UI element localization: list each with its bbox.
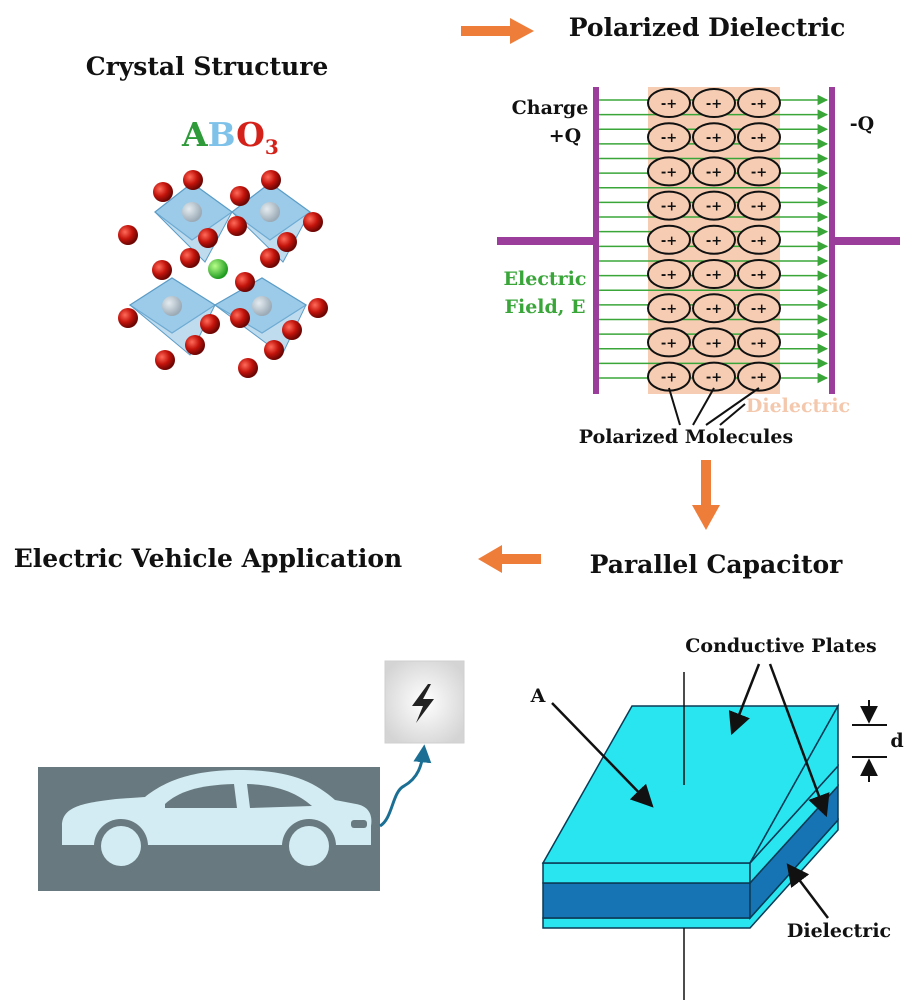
polarized-molecule: -+ — [737, 259, 781, 289]
molecule-charge-text: -+ — [706, 268, 722, 283]
ev-illustration — [38, 660, 465, 891]
polarized-molecule: -+ — [692, 293, 736, 324]
thickness-label: d — [890, 730, 903, 752]
formula-b: B — [208, 115, 237, 154]
polarized-molecule: -+ — [647, 156, 691, 187]
molecule-charge-text: -+ — [661, 97, 677, 112]
a-site-atom — [208, 259, 228, 279]
polarized-molecule: -+ — [647, 327, 691, 358]
polarized-molecule: -+ — [647, 122, 691, 153]
molecule-charge-text: -+ — [751, 268, 767, 283]
formula-a: A — [181, 115, 208, 154]
dielectric-label: Dielectric — [746, 395, 850, 417]
polarized-molecule: -+ — [647, 224, 691, 255]
area-pointer — [551, 702, 654, 808]
lightning-bolt-icon — [412, 684, 434, 723]
polarized-molecule: -+ — [737, 224, 781, 255]
polarized-molecule: -+ — [647, 88, 691, 118]
polarized-molecule: -+ — [692, 259, 736, 289]
polarized-molecule: -+ — [737, 361, 781, 392]
top-plate-front — [542, 862, 751, 884]
formula-subscript: 3 — [265, 135, 279, 159]
formula-abo3: ABO3 — [181, 115, 279, 159]
heading-crystal-structure: Crystal Structure — [86, 52, 329, 81]
polarized-molecule: -+ — [692, 122, 736, 153]
molecule-charge-text: -+ — [661, 371, 677, 386]
parallel-plate-capacitor: Conductive Plates A d Dielectric — [530, 635, 904, 1000]
molecule-charge-text: -+ — [706, 234, 722, 249]
molecule-charge-text: -+ — [751, 336, 767, 351]
polarized-molecule: -+ — [692, 190, 736, 221]
molecule-charge-text: -+ — [661, 302, 677, 317]
positive-lead — [497, 237, 596, 245]
molecule-charge-text: -+ — [751, 165, 767, 180]
oxygen-atoms — [118, 170, 328, 378]
capacitor-dielectric-label: Dielectric — [787, 920, 891, 942]
octahedron-bottom-right — [213, 277, 308, 356]
molecule-charge-text: -+ — [661, 200, 677, 215]
plates-pointer-bottom — [768, 663, 830, 818]
dielectric-layer-front — [542, 882, 751, 919]
heading-polarized-dielectric: Polarized Dielectric — [569, 13, 846, 42]
molecule-charge-text: -+ — [661, 268, 677, 283]
minus-q-label: -Q — [850, 113, 874, 135]
molecule-charge-text: -+ — [751, 97, 767, 112]
conductive-plates-label: Conductive Plates — [685, 635, 876, 657]
molecule-charge-text: -+ — [706, 302, 722, 317]
polarized-molecule: -+ — [647, 361, 691, 392]
charging-cable — [379, 744, 432, 828]
molecule-charge-text: -+ — [706, 336, 722, 351]
dielectric-pointer — [786, 863, 829, 919]
molecule-charge-text: -+ — [751, 371, 767, 386]
polarized-molecules: -+ -+ -+ -+ -+ -+ -+ -+ -+ -+ -+ -+ -+ -+ -+ -+ -+ -+ -+ -+… — [647, 88, 781, 392]
polarized-molecule: -+ — [692, 88, 736, 118]
molecule-charge-text: -+ — [706, 371, 722, 386]
polarized-dielectric-panel: -+ -+ -+ -+ -+ -+ -+ -+ -+ -+ -+ -+ -+ -+ -+ -+ -+ -+ -+ -+… — [497, 87, 900, 448]
polarized-molecule: -+ — [647, 293, 691, 324]
plates-pointer-top — [728, 663, 761, 736]
polarized-molecule: -+ — [737, 88, 781, 118]
molecule-charge-text: -+ — [706, 200, 722, 215]
molecule-charge-text: -+ — [751, 302, 767, 317]
thickness-dimension — [852, 700, 887, 782]
down-arrow-icon — [692, 460, 720, 530]
molecule-charge-text: -+ — [706, 131, 722, 146]
polarized-molecule: -+ — [737, 122, 781, 153]
polarized-molecule: -+ — [737, 156, 781, 187]
molecule-charge-text: -+ — [751, 131, 767, 146]
right-arrow-icon — [461, 18, 534, 44]
polarized-molecule: -+ — [692, 361, 736, 392]
molecule-charge-text: -+ — [661, 234, 677, 249]
car-icon — [62, 770, 372, 873]
left-arrow-icon — [478, 545, 541, 573]
polarized-molecule: -+ — [647, 190, 691, 221]
negative-lead — [832, 237, 900, 245]
crystal-lattice — [118, 170, 328, 378]
heading-electric-vehicle-application: Electric Vehicle Application — [14, 544, 403, 573]
electric-field-label: Electric — [504, 268, 587, 290]
polarized-molecule: -+ — [692, 327, 736, 358]
molecule-charge-text: -+ — [661, 131, 677, 146]
molecule-charge-text: -+ — [751, 200, 767, 215]
molecule-charge-text: -+ — [661, 336, 677, 351]
polarized-molecule: -+ — [737, 327, 781, 358]
polarized-molecule: -+ — [692, 156, 736, 187]
molecule-charge-text: -+ — [661, 165, 677, 180]
charge-label: Charge — [512, 97, 589, 119]
polarized-molecule: -+ — [737, 190, 781, 221]
molecule-charge-text: -+ — [706, 97, 722, 112]
molecule-charge-text: -+ — [706, 165, 722, 180]
polarized-molecule: -+ — [647, 259, 691, 289]
molecule-charge-text: -+ — [751, 234, 767, 249]
formula-o: O — [236, 115, 265, 154]
area-label: A — [530, 685, 546, 707]
molecule-pointer-lines — [668, 387, 760, 426]
heading-parallel-capacitor: Parallel Capacitor — [590, 550, 844, 579]
plus-q-label: +Q — [549, 125, 581, 147]
electric-field-symbol-label: Field, E — [504, 296, 585, 318]
polarized-molecules-label: Polarized Molecules — [579, 426, 793, 448]
polarized-molecule: -+ — [737, 293, 781, 324]
polarized-molecule: -+ — [692, 224, 736, 255]
